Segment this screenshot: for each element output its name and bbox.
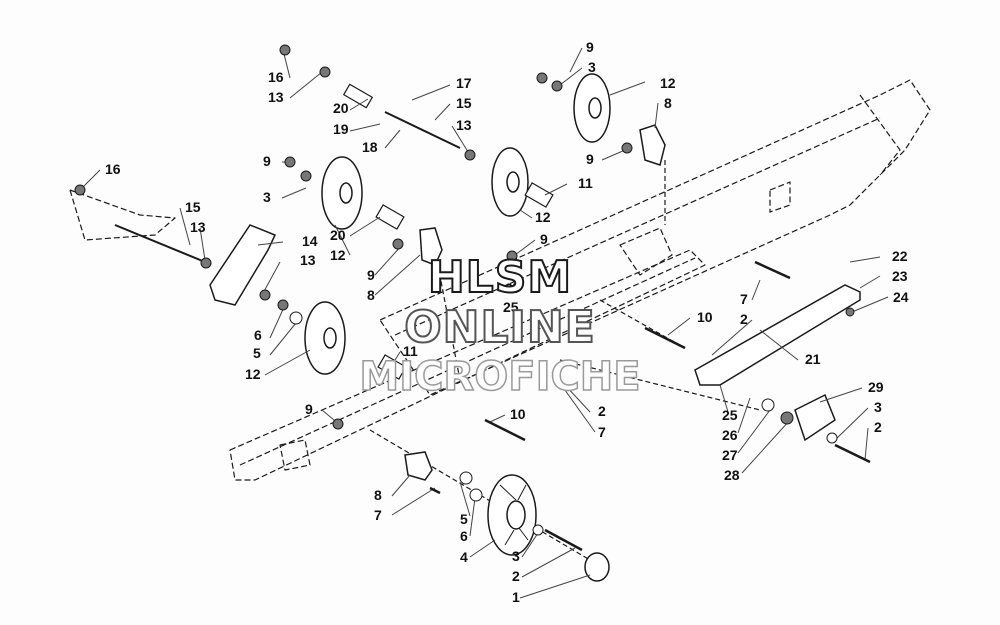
callout-25: 25 [503, 299, 519, 315]
callout-5: 5 [253, 345, 261, 361]
idler-wheel-lower-left [304, 301, 346, 375]
callout-8: 8 [367, 287, 375, 303]
callout-29: 29 [868, 379, 884, 395]
callout-9: 9 [586, 151, 594, 167]
callout-3: 3 [874, 399, 882, 415]
callout-23: 23 [892, 268, 908, 284]
callout-3: 3 [263, 189, 271, 205]
callout-19: 19 [333, 121, 349, 137]
callout-1: 1 [512, 589, 520, 605]
spacer-11-lower [377, 354, 407, 380]
callout-28: 28 [724, 467, 740, 483]
callout-5: 5 [460, 511, 468, 527]
callout-12: 12 [660, 75, 676, 91]
callout-10: 10 [510, 406, 526, 422]
callout-13: 13 [456, 117, 472, 133]
callout-9: 9 [367, 267, 375, 283]
idler-wheel-left [321, 156, 363, 230]
callout-2: 2 [598, 403, 606, 419]
wheel-bracket-low [404, 451, 433, 481]
long-shaft-top [384, 111, 461, 149]
callout-17: 17 [456, 75, 472, 91]
rear-arm-assembly [694, 284, 861, 386]
callout-15: 15 [456, 95, 472, 111]
callout-24: 24 [893, 289, 909, 305]
callout-8: 8 [664, 95, 672, 111]
callout-20: 20 [333, 100, 349, 116]
callout-9: 9 [540, 231, 548, 247]
callout-9: 9 [586, 39, 594, 55]
callout-11: 11 [403, 343, 418, 359]
leader-lines [81, 47, 889, 599]
callout-22: 22 [892, 248, 908, 264]
callout-15: 15 [185, 199, 201, 215]
callout-25: 25 [722, 407, 738, 423]
callout-7: 7 [598, 424, 606, 440]
callout-13: 13 [300, 252, 316, 268]
long-shaft-left [114, 224, 206, 263]
spacer-20-top [342, 83, 374, 109]
callout-21: 21 [805, 351, 821, 367]
callout-11: 11 [578, 175, 593, 191]
callout-20: 20 [330, 227, 346, 243]
callout-14: 14 [302, 233, 318, 249]
callout-16: 16 [105, 161, 121, 177]
callout-12: 12 [535, 209, 551, 225]
callout-2: 2 [512, 568, 520, 584]
right-slide-rail [379, 79, 931, 396]
left-slide-rail [69, 189, 706, 481]
callout-9: 9 [305, 401, 313, 417]
callout-9: 9 [263, 153, 271, 169]
bolts [429, 260, 871, 552]
callout-7: 7 [740, 291, 748, 307]
callout-13: 13 [268, 89, 284, 105]
callout-18: 18 [362, 139, 378, 155]
part-callouts: 1613201918171513931289111216151393201214… [105, 39, 909, 605]
callout-6: 6 [254, 327, 262, 343]
callout-10: 10 [697, 309, 713, 325]
callout-13: 13 [190, 219, 206, 235]
fasteners [74, 44, 855, 536]
callout-2: 2 [874, 419, 882, 435]
hub-cap [584, 552, 610, 582]
callout-4: 4 [460, 549, 468, 565]
callout-3: 3 [512, 548, 520, 564]
callout-12: 12 [245, 366, 261, 382]
callout-2: 2 [740, 311, 748, 327]
wheel-bracket-top [639, 124, 666, 166]
wheel-bracket-mid [419, 227, 443, 266]
callout-3: 3 [588, 59, 596, 75]
callout-12: 12 [330, 247, 346, 263]
idler-wheel-center [491, 147, 529, 217]
callout-7: 7 [374, 507, 382, 523]
idler-wheel-top-right [573, 73, 611, 143]
spacer-11-upper [524, 182, 554, 208]
callout-27: 27 [722, 447, 738, 463]
end-cap [794, 393, 836, 442]
callout-27: 27 [505, 280, 521, 296]
callout-6: 6 [460, 528, 468, 544]
callout-8: 8 [374, 487, 382, 503]
callout-26: 26 [722, 427, 738, 443]
rear-wheel [487, 474, 537, 556]
callout-16: 16 [268, 69, 284, 85]
spacer-20-mid [375, 204, 405, 230]
